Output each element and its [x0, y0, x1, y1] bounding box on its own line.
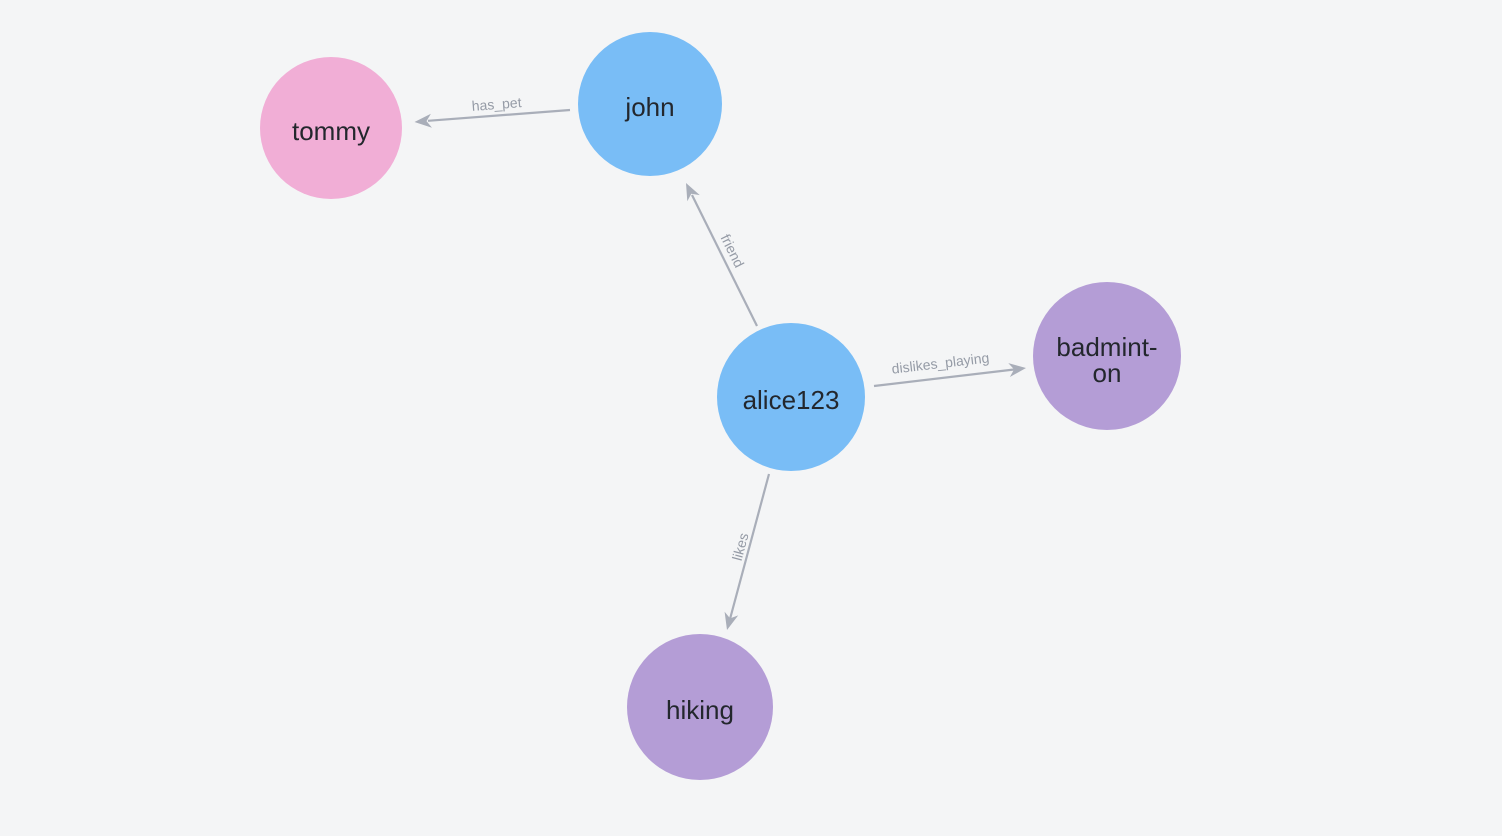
edge-dislikes-playing-arrowhead[interactable]	[1008, 363, 1026, 377]
edge-likes: likes	[724, 473, 771, 630]
node-john-circle[interactable]	[578, 32, 722, 176]
node-tommy-label[interactable]: tommy	[292, 116, 370, 146]
node-badminton-label-line1[interactable]: badmint-	[1056, 332, 1157, 362]
node-hiking-circle[interactable]	[627, 634, 773, 780]
node-alice123-circle[interactable]	[717, 323, 865, 471]
node-hiking-label[interactable]: hiking	[666, 695, 734, 725]
node-alice123: alice123	[717, 323, 865, 471]
edge-dislikes-playing-line[interactable]	[873, 368, 1015, 388]
node-tommy-circle[interactable]	[260, 57, 402, 199]
node-badminton-label-line2[interactable]: on	[1093, 358, 1122, 388]
edge-likes-line[interactable]	[728, 473, 771, 620]
node-tommy: tommy	[260, 57, 402, 199]
edge-likes-label[interactable]: likes	[729, 531, 752, 562]
node-badminton-label[interactable]: badmint-on	[1056, 332, 1157, 388]
edge-has-pet-arrowhead[interactable]	[414, 113, 433, 128]
edge-has-pet-line[interactable]	[427, 108, 571, 122]
edge-has-pet-label[interactable]: has_pet	[471, 94, 522, 114]
edge-friend-line[interactable]	[691, 194, 758, 327]
node-badminton: badmint-on	[1033, 282, 1181, 430]
edge-friend-arrowhead[interactable]	[686, 183, 700, 202]
node-john-label[interactable]: john	[624, 92, 674, 122]
edge-has-pet: has_pet	[414, 94, 571, 128]
edge-likes-arrowhead[interactable]	[724, 611, 739, 630]
node-john: john	[578, 32, 722, 176]
node-alice123-label[interactable]: alice123	[743, 385, 840, 415]
node-hiking: hiking	[627, 634, 773, 780]
node-badminton-circle[interactable]	[1033, 282, 1181, 430]
